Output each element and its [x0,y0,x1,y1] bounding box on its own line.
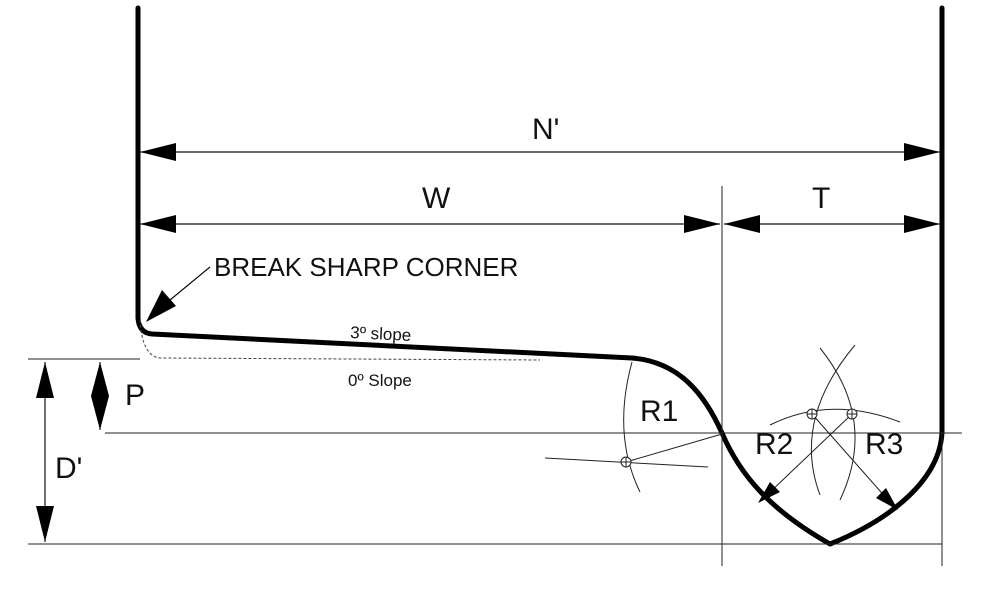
r2-center-marker [806,408,818,420]
r1-radius-line [625,433,723,463]
r3-center-marker [846,408,858,420]
r2-radius-line [767,413,853,495]
d-prime-label: D' [55,452,82,485]
d-prime-top-arrow [36,362,54,398]
zero-slope-reference [139,319,541,361]
p-bottom-arrow [91,396,109,430]
w-left-arrow [140,215,176,233]
w-label: W [422,182,451,215]
slope-3-label: 3º slope [350,323,412,345]
p-label: P [125,379,145,412]
r3-construction-arc [810,344,856,496]
r3-label: R3 [865,428,903,461]
r2-label: R2 [755,428,793,461]
break-corner-leader-line [169,266,211,301]
groove-profile-outline [135,315,945,547]
r2-construction-arc [819,347,856,501]
break-corner-label: BREAK SHARP CORNER [214,252,518,282]
n-prime-left-arrow [140,143,176,161]
d-prime-bottom-arrow [36,506,54,542]
n-prime-right-arrow [904,143,940,161]
r1-construction-arc [623,361,641,493]
t-label: T [812,182,830,215]
n-prime-label: N' [532,113,559,146]
center-construction-arc [769,408,901,426]
break-corner-leader-arrow [146,290,176,322]
p-top-arrow [91,362,109,396]
w-right-arrow [684,215,720,233]
t-left-arrow [724,215,760,233]
t-right-arrow [904,215,940,233]
r3-arrowhead [876,488,898,510]
r2-arrowhead [758,482,780,503]
r1-label: R1 [640,395,678,428]
r1-center-marker [620,456,632,468]
r3-radius-line [811,413,889,501]
slope-0-label: 0º Slope [348,371,412,390]
